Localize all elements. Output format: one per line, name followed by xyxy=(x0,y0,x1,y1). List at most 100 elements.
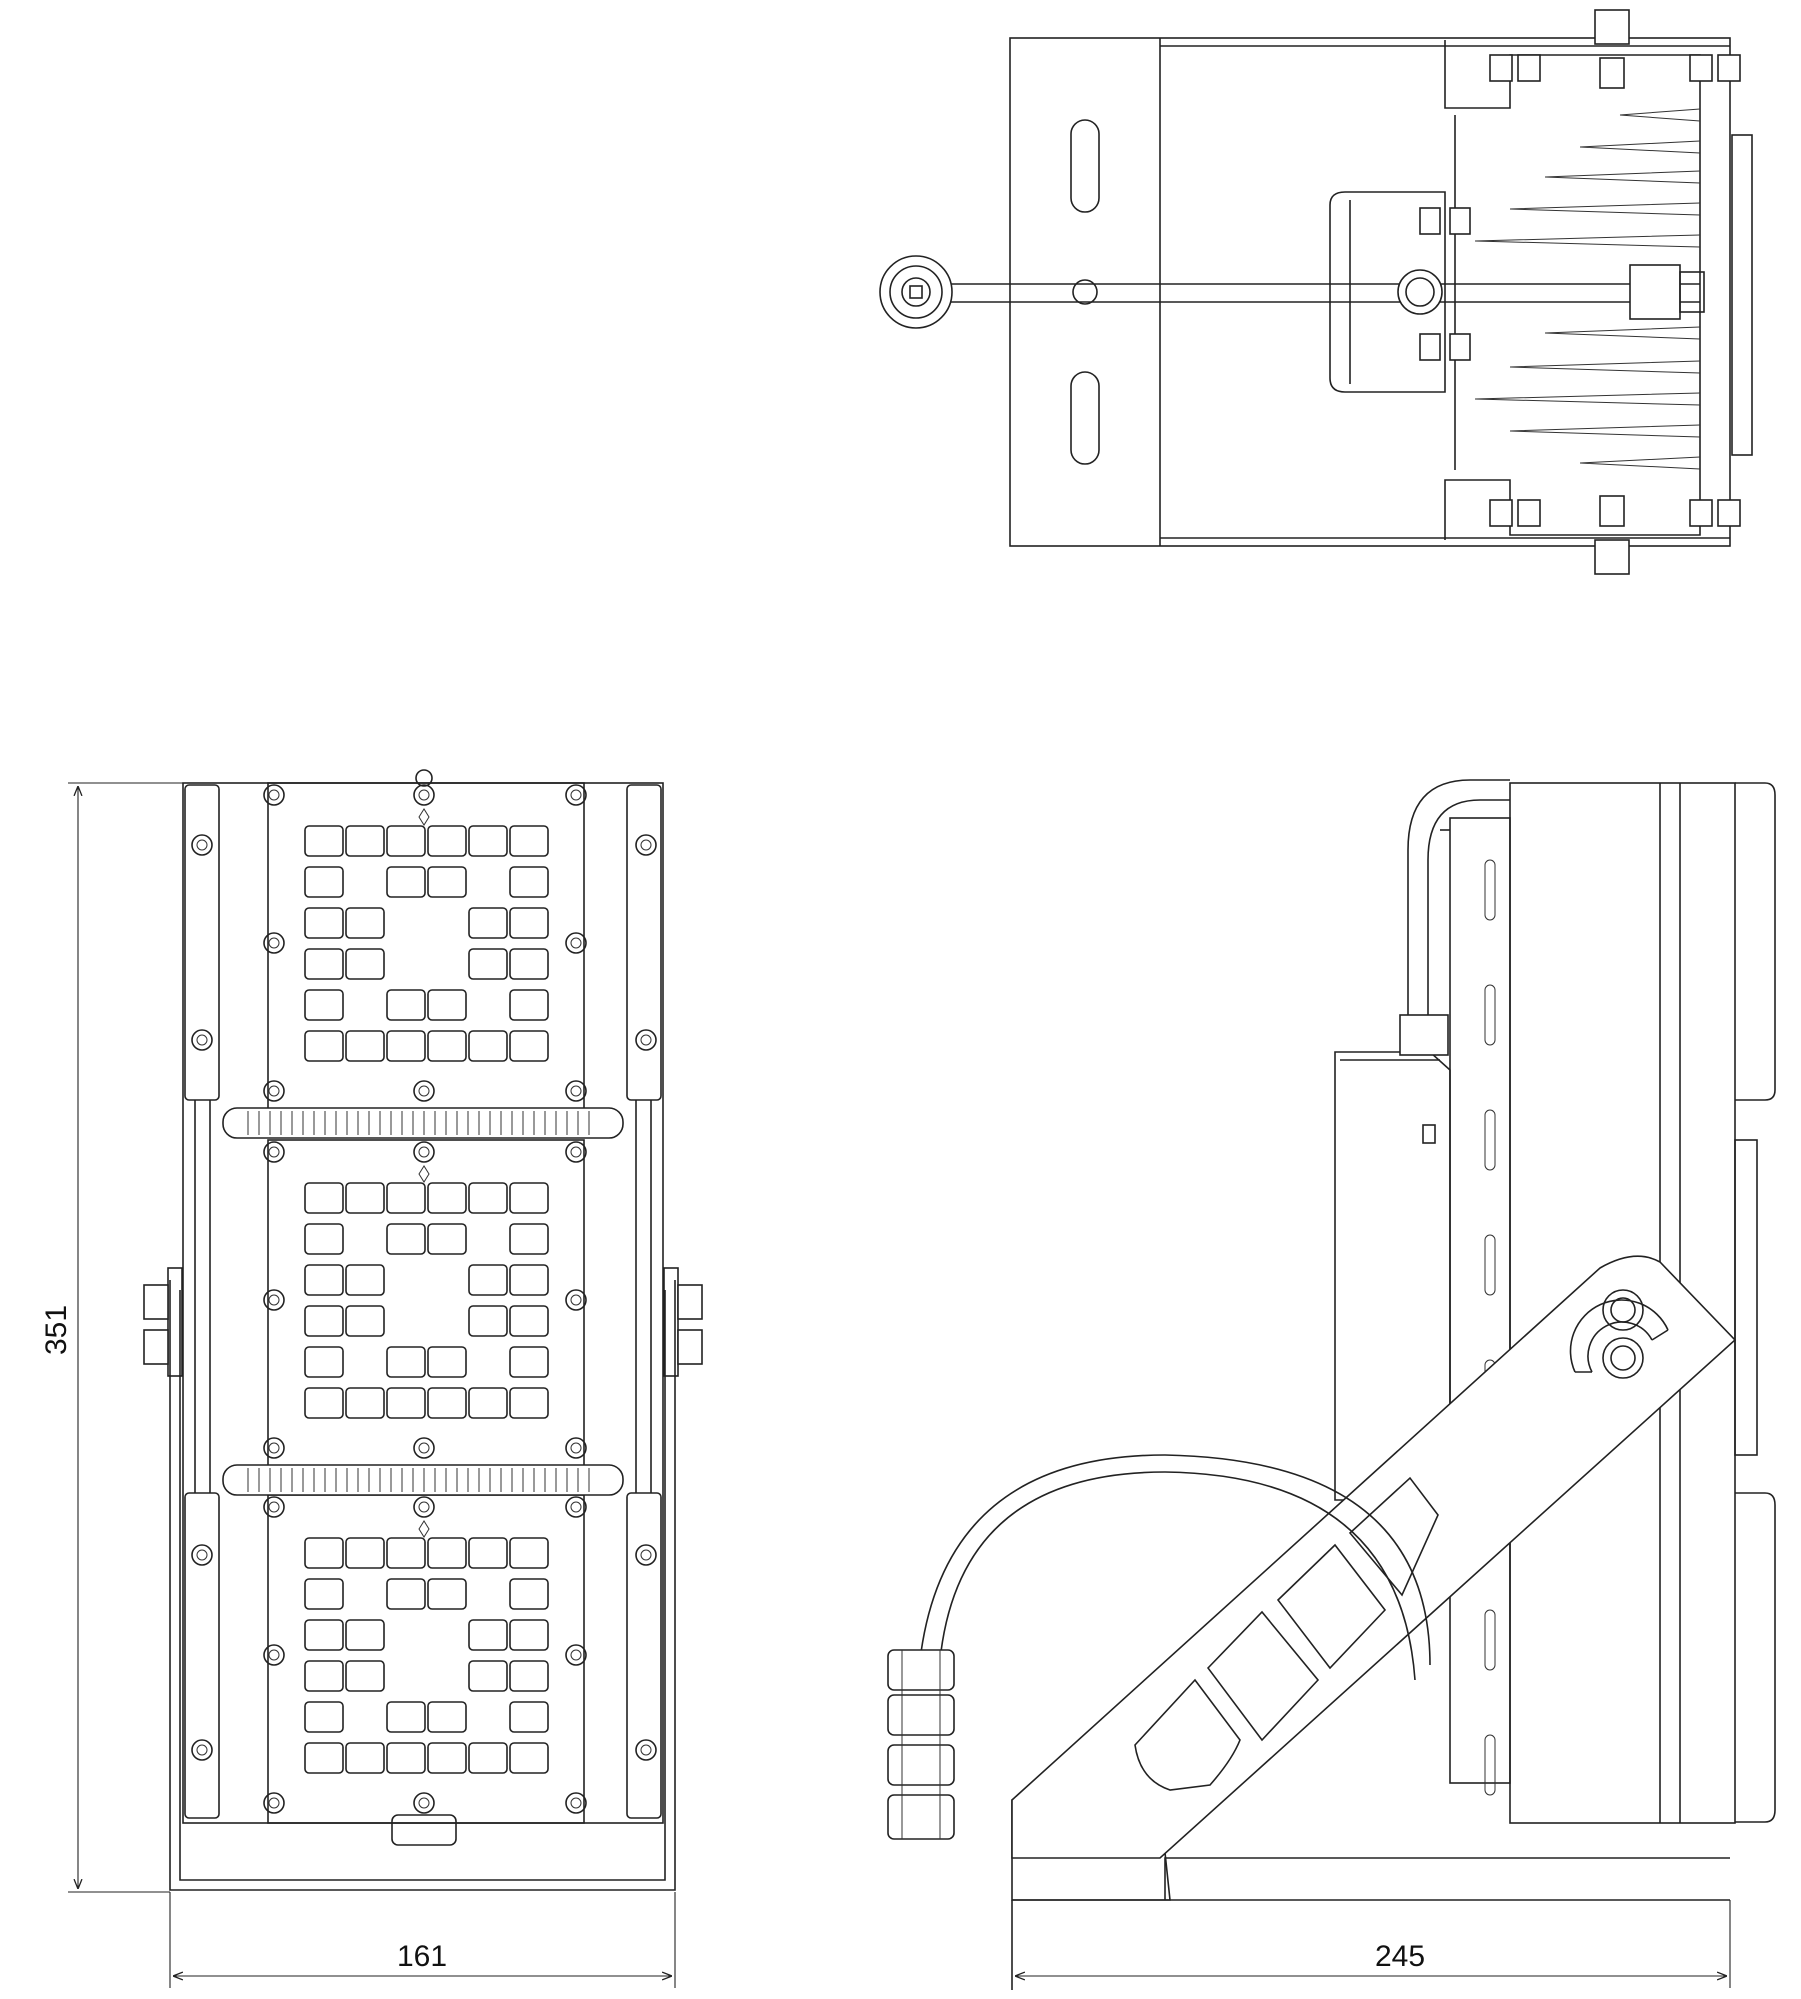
led-chip xyxy=(304,866,344,898)
led-chip xyxy=(427,825,467,857)
side-bolt xyxy=(191,1739,213,1761)
led-chip xyxy=(468,1660,508,1692)
side-width-dimension-label: 245 xyxy=(1375,1940,1425,1973)
handle-knob xyxy=(879,255,953,329)
led-chip xyxy=(345,948,385,980)
led-chip xyxy=(509,1305,549,1337)
led-chip xyxy=(345,1537,385,1569)
side-bolt xyxy=(635,1739,657,1761)
led-chip xyxy=(468,1030,508,1062)
top-corner-bolts xyxy=(1489,54,1741,527)
height-dimension-label: 351 xyxy=(40,1305,73,1355)
led-chip xyxy=(304,948,344,980)
led-chip xyxy=(509,1578,549,1610)
heatsink-slot xyxy=(1484,1609,1496,1671)
side-bolt xyxy=(635,1544,657,1566)
led-chip xyxy=(468,825,508,857)
heatsink-fin xyxy=(1474,234,1701,248)
heatsink-fin xyxy=(1509,202,1701,216)
led-chip xyxy=(427,1182,467,1214)
led-chip xyxy=(386,1182,426,1214)
led-chip xyxy=(304,825,344,857)
junction-box xyxy=(1329,191,1446,393)
led-chip xyxy=(509,1537,549,1569)
led-chip xyxy=(345,1660,385,1692)
led-chip xyxy=(427,1578,467,1610)
heatsink-fin xyxy=(1544,170,1701,184)
driver-connector xyxy=(1629,264,1681,320)
heatsink-slot xyxy=(1484,1234,1496,1296)
led-chip xyxy=(509,1742,549,1774)
led-chip xyxy=(509,989,549,1021)
top-view-outline xyxy=(1009,37,1731,547)
led-chip xyxy=(304,1182,344,1214)
front-width-dimension-label: 161 xyxy=(397,1940,447,1973)
led-chip xyxy=(304,1537,344,1569)
separator-bar xyxy=(222,1464,624,1496)
heatsink-fin xyxy=(1619,108,1701,122)
led-chip xyxy=(345,907,385,939)
led-chip xyxy=(386,1537,426,1569)
side-bolt xyxy=(191,1029,213,1051)
led-chip xyxy=(509,1223,549,1255)
led-module xyxy=(263,1494,587,1824)
side-heatsink xyxy=(1449,817,1511,1784)
led-chip xyxy=(386,989,426,1021)
led-chip xyxy=(509,1660,549,1692)
side-plate-bolts xyxy=(191,834,657,1761)
led-chip xyxy=(304,1660,344,1692)
side-bolt xyxy=(635,834,657,856)
top-view xyxy=(879,9,1753,575)
led-chip xyxy=(427,1537,467,1569)
cable-connector xyxy=(887,1649,955,1840)
led-chip xyxy=(427,1387,467,1419)
heatsink-slot xyxy=(1484,984,1496,1046)
led-chip xyxy=(386,825,426,857)
heatsink-fin xyxy=(1544,326,1701,340)
led-chip xyxy=(345,1619,385,1651)
led-module xyxy=(263,782,587,1112)
heatsink-housing xyxy=(1444,40,1701,540)
dimension-height: 351 xyxy=(40,782,183,1893)
led-chip xyxy=(345,825,385,857)
led-chip xyxy=(345,1030,385,1062)
led-chip xyxy=(509,1346,549,1378)
led-chip xyxy=(386,1742,426,1774)
led-chip xyxy=(468,948,508,980)
led-chip xyxy=(304,1742,344,1774)
arm-lock-bolt xyxy=(1602,1337,1644,1379)
heatsink-fin xyxy=(1509,360,1701,374)
led-chip xyxy=(509,825,549,857)
led-chip xyxy=(509,1701,549,1733)
side-view: 245 xyxy=(887,779,1776,1990)
led-chip xyxy=(304,1030,344,1062)
led-chip xyxy=(386,1387,426,1419)
led-chip xyxy=(304,1264,344,1296)
led-module xyxy=(263,1139,587,1471)
side-front-lens xyxy=(1734,1139,1758,1456)
led-chip xyxy=(427,866,467,898)
top-pivot-bolt-lower xyxy=(1594,539,1630,575)
heatsink-fin xyxy=(1579,456,1701,470)
led-chip xyxy=(345,1387,385,1419)
heatsink-slot xyxy=(1484,859,1496,921)
led-chip xyxy=(509,1182,549,1214)
top-pivot-bolt-upper xyxy=(1594,9,1630,45)
led-chip xyxy=(509,866,549,898)
led-chip xyxy=(386,1346,426,1378)
led-chip xyxy=(468,907,508,939)
led-chip xyxy=(304,907,344,939)
led-chip xyxy=(468,1264,508,1296)
led-chip xyxy=(427,1346,467,1378)
led-chip xyxy=(345,1305,385,1337)
led-chip xyxy=(304,1346,344,1378)
side-slots xyxy=(1484,859,1496,1796)
heatsink-fin xyxy=(1474,392,1701,406)
led-chip xyxy=(304,1223,344,1255)
led-chip xyxy=(509,948,549,980)
side-bolt xyxy=(191,1544,213,1566)
led-chip xyxy=(386,1578,426,1610)
led-chip xyxy=(304,1578,344,1610)
junction-nuts xyxy=(1419,207,1471,361)
led-chip xyxy=(304,1701,344,1733)
